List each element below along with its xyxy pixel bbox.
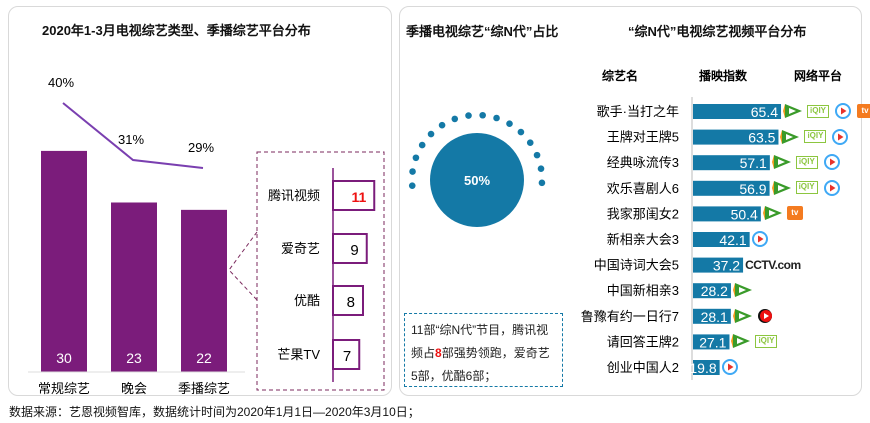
share-line xyxy=(62,102,204,169)
share-circle xyxy=(430,133,524,227)
index-value: 56.9 xyxy=(739,181,766,197)
share-percent-label: 50% xyxy=(464,173,490,188)
left-panel-title: 2020年1-3月电视综艺类型、季播综艺平台分布 xyxy=(42,23,311,38)
progress-dot xyxy=(408,182,416,189)
progress-dot xyxy=(506,120,513,128)
index-bar xyxy=(693,206,761,222)
footer-source: 数据来源：艺恩视频智库，数据统计时间为2020年1月1日—2020年3月10日； xyxy=(9,405,420,419)
share-label: 29% xyxy=(188,140,214,155)
progress-dot xyxy=(412,154,420,162)
iqiyi-icon: iQIY xyxy=(755,333,778,349)
platform-bar xyxy=(332,339,361,370)
progress-dot xyxy=(418,141,426,149)
program-name: 创业中国人2 xyxy=(607,360,679,375)
program-name: 中国新相亲3 xyxy=(607,283,679,298)
program-name: 王牌对王牌5 xyxy=(607,130,679,145)
category-label: 晚会 xyxy=(121,381,147,396)
bar-value-label: 30 xyxy=(56,350,72,366)
iqiyi-icon: iQIY xyxy=(807,103,830,119)
bar-value-label: 23 xyxy=(126,350,142,366)
index-value: 37.2 xyxy=(713,258,740,274)
index-value: 57.1 xyxy=(740,155,767,171)
donut-title: 季播电视综艺“综N代”占比 xyxy=(406,24,559,39)
index-bar xyxy=(693,129,779,145)
cctv-icon: CCTV.com xyxy=(745,257,801,272)
progress-dot xyxy=(538,179,546,187)
platform-chart-title: “综N代”电视综艺视频平台分布 xyxy=(628,24,807,39)
platform-value: 7 xyxy=(343,348,351,365)
share-label: 31% xyxy=(118,132,144,147)
program-name: 经典咏流传3 xyxy=(607,155,679,170)
progress-dot xyxy=(479,111,486,119)
platform-value: 9 xyxy=(350,242,358,259)
index-bar xyxy=(693,308,731,324)
index-value: 28.2 xyxy=(701,283,728,299)
progress-dot xyxy=(438,121,446,129)
progress-dot xyxy=(465,112,472,119)
bar xyxy=(111,202,157,372)
bar xyxy=(181,209,227,372)
platform-value: 8 xyxy=(347,294,355,311)
index-value: 65.4 xyxy=(751,104,778,120)
platform-label: 爱奇艺 xyxy=(281,241,320,256)
share-label: 40% xyxy=(48,75,74,90)
program-name: 欢乐喜剧人6 xyxy=(607,181,679,196)
progress-dot xyxy=(427,130,435,138)
index-value: 50.4 xyxy=(731,206,758,222)
program-name: 中国诗词大会5 xyxy=(594,258,679,273)
index-bar xyxy=(693,155,770,171)
table-header: 播映指数 xyxy=(699,68,748,83)
program-name: 我家那闺女2 xyxy=(607,206,679,221)
table-header: 网络平台 xyxy=(794,68,842,83)
index-value: 42.1 xyxy=(719,232,746,248)
mango-tv-icon: tv xyxy=(786,205,803,221)
note-box: 11部“综N代”节目，腾讯视频占8部强势领跑，爱奇艺5部，优酷6部； xyxy=(404,313,563,387)
program-name: 鲁豫有约一日行7 xyxy=(581,309,679,324)
platform-label: 芒果TV xyxy=(277,347,320,362)
program-name: 歌手·当打之年 xyxy=(597,104,679,119)
index-bar xyxy=(693,257,744,273)
progress-dot xyxy=(451,115,459,123)
index-bar xyxy=(693,104,782,119)
mango-tv-icon: tv xyxy=(857,103,870,119)
progress-dot xyxy=(526,139,534,147)
iqiyi-icon: iQIY xyxy=(804,129,827,145)
program-name: 新相亲大会3 xyxy=(607,232,679,247)
index-value: 28.1 xyxy=(701,309,728,325)
progress-dot xyxy=(493,114,500,122)
category-label: 季播综艺 xyxy=(178,381,230,396)
index-bar xyxy=(693,283,731,299)
platform-bar xyxy=(332,285,364,316)
category-label: 常规综艺 xyxy=(38,381,90,396)
platform-value: 11 xyxy=(351,189,366,205)
program-name: 请回答王牌2 xyxy=(607,334,679,349)
index-value: 19.8 xyxy=(689,360,716,376)
table-header: 综艺名 xyxy=(602,68,638,83)
zoom-connector xyxy=(228,231,258,301)
note-text-2: 部强势领跑，爱奇艺5部，优酷6部； xyxy=(411,346,550,383)
platform-label: 腾讯视频 xyxy=(268,188,320,203)
platform-bar xyxy=(332,180,376,211)
platform-bar xyxy=(332,233,368,264)
index-value: 27.1 xyxy=(699,334,726,350)
note-highlight: 8 xyxy=(435,346,442,360)
note-text-1: 11部“综N代”节目，腾讯视频占 xyxy=(411,323,549,360)
index-value: 63.5 xyxy=(748,130,775,146)
index-bar xyxy=(693,360,720,375)
platform-box xyxy=(256,151,385,391)
iqiyi-icon: iQIY xyxy=(795,180,818,196)
index-bar xyxy=(693,232,750,247)
progress-dot xyxy=(533,151,541,159)
index-bar xyxy=(693,180,770,196)
bar-value-label: 22 xyxy=(196,350,212,366)
bar xyxy=(41,150,87,372)
progress-dot xyxy=(409,168,416,175)
progress-dot xyxy=(517,128,525,136)
index-bar xyxy=(693,334,730,350)
platform-label: 优酷 xyxy=(294,293,320,308)
progress-dot xyxy=(537,165,545,173)
iqiyi-icon: iQIY xyxy=(795,154,818,170)
